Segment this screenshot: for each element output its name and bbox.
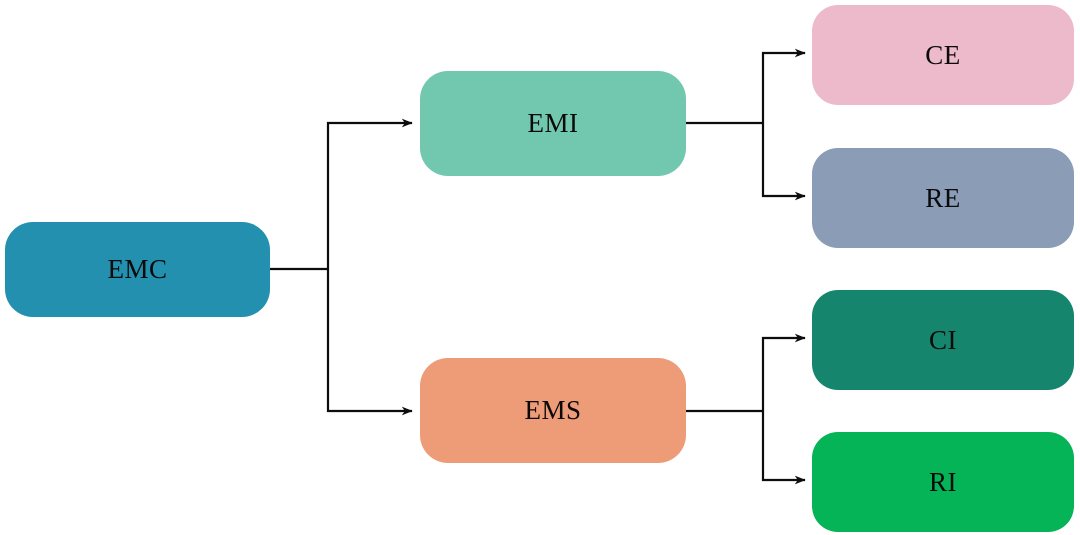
node-ci-label: CI (929, 324, 957, 355)
edge-ems-to-ri (761, 411, 806, 485)
node-ce[interactable]: CE (812, 5, 1074, 105)
edge-ems-to-ci (761, 333, 806, 411)
edge-emi-to-ce (761, 48, 806, 123)
edge-emc-to-ems (326, 269, 413, 416)
node-emc[interactable]: EMC (5, 222, 270, 317)
node-ems-label: EMS (524, 395, 582, 425)
node-re[interactable]: RE (812, 148, 1074, 248)
node-emi[interactable]: EMI (420, 71, 686, 176)
node-ci[interactable]: CI (812, 290, 1074, 390)
node-ri-label: RI (929, 466, 957, 497)
node-ems[interactable]: EMS (420, 358, 686, 463)
node-ri[interactable]: RI (812, 432, 1074, 532)
edge-emi-to-re (761, 123, 806, 201)
node-ce-label: CE (925, 39, 961, 70)
node-emi-label: EMI (527, 108, 579, 138)
edge-emc-to-emi (326, 118, 413, 269)
node-emc-label: EMC (107, 254, 168, 284)
node-re-label: RE (925, 182, 961, 213)
